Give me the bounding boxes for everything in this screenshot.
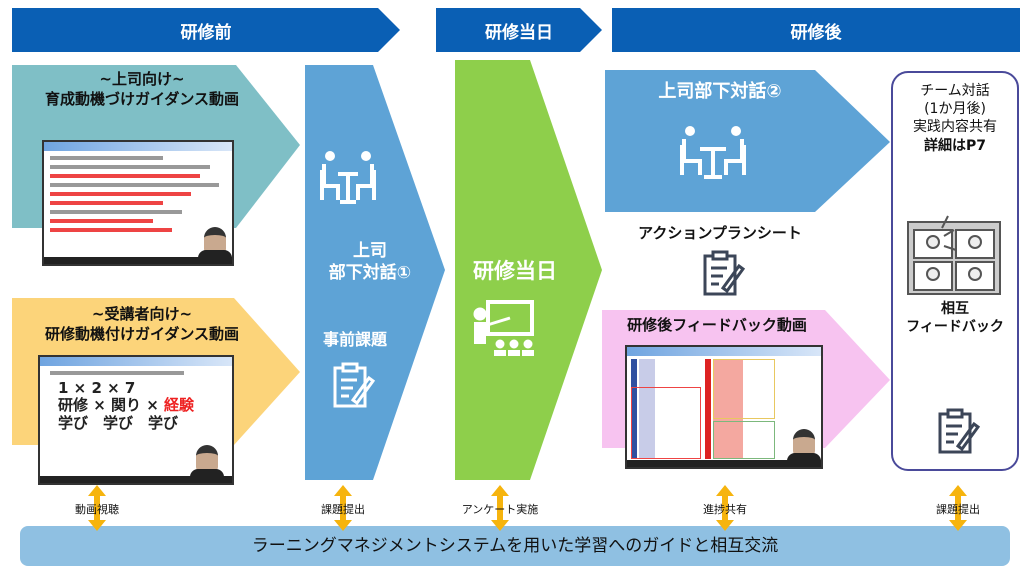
label-line: 部下対話① — [328, 263, 412, 284]
header-day: 研修当日 — [485, 23, 553, 43]
team-line: チーム対話 — [920, 83, 990, 99]
clipboard-icon — [703, 250, 746, 296]
label-task-submission: 課題提出 — [321, 503, 365, 516]
header-day-arrow — [436, 8, 602, 52]
header-after-arrow — [612, 8, 1020, 52]
title-line: 育成動機づけガイダンス動画 — [44, 89, 240, 108]
slide-row: 研修 × 関り × 経験 — [58, 397, 232, 414]
label-line: 相互 — [941, 301, 969, 317]
label-line: 上司 — [353, 241, 387, 261]
title-line: ~上司向け~ — [99, 70, 185, 88]
label-task-submission-2: 課題提出 — [936, 503, 980, 516]
team-line: (1か月後) — [924, 101, 986, 118]
slide-text: 1 × 2 × 7 研修 × 関り × 経験 学び 学び 学び — [58, 379, 232, 432]
double-arrow-icon — [491, 485, 509, 531]
video-conference-icon — [907, 215, 1001, 295]
pre-task-label: 事前課題 — [322, 330, 387, 349]
training-day-label: 研修当日 — [473, 259, 557, 283]
title-line: 研修動機付けガイダンス動画 — [44, 324, 240, 343]
label-progress-sharing: 進捗共有 — [703, 503, 747, 516]
header-before: 研修前 — [180, 23, 232, 43]
action-plan-label: アクションプランシート — [638, 224, 802, 242]
meeting-icon — [320, 151, 376, 204]
dialogue2-label: 上司部下対話② — [658, 81, 782, 102]
feedback-video-thumbnail[interactable] — [625, 345, 823, 469]
slide-text-part: 研修 × 関り × — [58, 396, 165, 415]
feedback-video-title: 研修後フィードバック動画 — [627, 316, 807, 334]
double-arrow-icon — [88, 485, 106, 531]
clipboard-icon — [938, 408, 981, 454]
double-arrow-icon — [334, 485, 352, 531]
meeting-icon — [680, 126, 746, 179]
learner-video-title: ~受講者向け~ 研修動機付けガイダンス動画 — [12, 305, 272, 344]
dialogue2-arrow — [605, 70, 890, 212]
header-before-arrow — [12, 8, 400, 52]
training-day-column — [455, 60, 602, 480]
title-line: ~受講者向け~ — [91, 305, 193, 323]
slide-row: 1 × 2 × 7 — [58, 379, 136, 397]
double-arrow-icon — [716, 485, 734, 531]
slide-row: 学び 学び 学び — [58, 413, 179, 432]
double-arrows — [88, 485, 967, 531]
header-after: 研修後 — [790, 23, 842, 43]
lms-bar-shape — [20, 526, 1010, 566]
lms-bar-text: ラーニングマネジメントシステムを用いた学習へのガイドと相互交流 — [251, 536, 779, 556]
boss-video-thumbnail[interactable] — [42, 140, 234, 266]
slide-text-highlight: 経験 — [164, 396, 195, 415]
mutual-feedback-label: 相互 フィードバック — [892, 300, 1018, 336]
boss-video-title: ~上司向け~ 育成動機づけガイダンス動画 — [12, 70, 272, 109]
double-arrow-icon — [949, 485, 967, 531]
label-video-viewing: 動画視聴 — [75, 503, 119, 516]
learner-video-thumbnail[interactable]: 1 × 2 × 7 研修 × 関り × 経験 学び 学び 学び — [38, 355, 234, 485]
label-survey: アンケート実施 — [461, 503, 539, 516]
pre-dialogue-column — [305, 65, 445, 480]
teacher-icon — [473, 300, 534, 356]
clipboard-icon — [333, 362, 376, 408]
team-dialogue-text: チーム対話 (1か月後) 実践内容共有 詳細はP7 — [892, 82, 1018, 155]
label-line: フィードバック — [906, 319, 1004, 336]
team-line: 実践内容共有 — [913, 119, 997, 136]
dialogue1-label: 上司 部下対話① — [305, 240, 435, 284]
details-page-link[interactable]: 詳細はP7 — [923, 137, 986, 154]
